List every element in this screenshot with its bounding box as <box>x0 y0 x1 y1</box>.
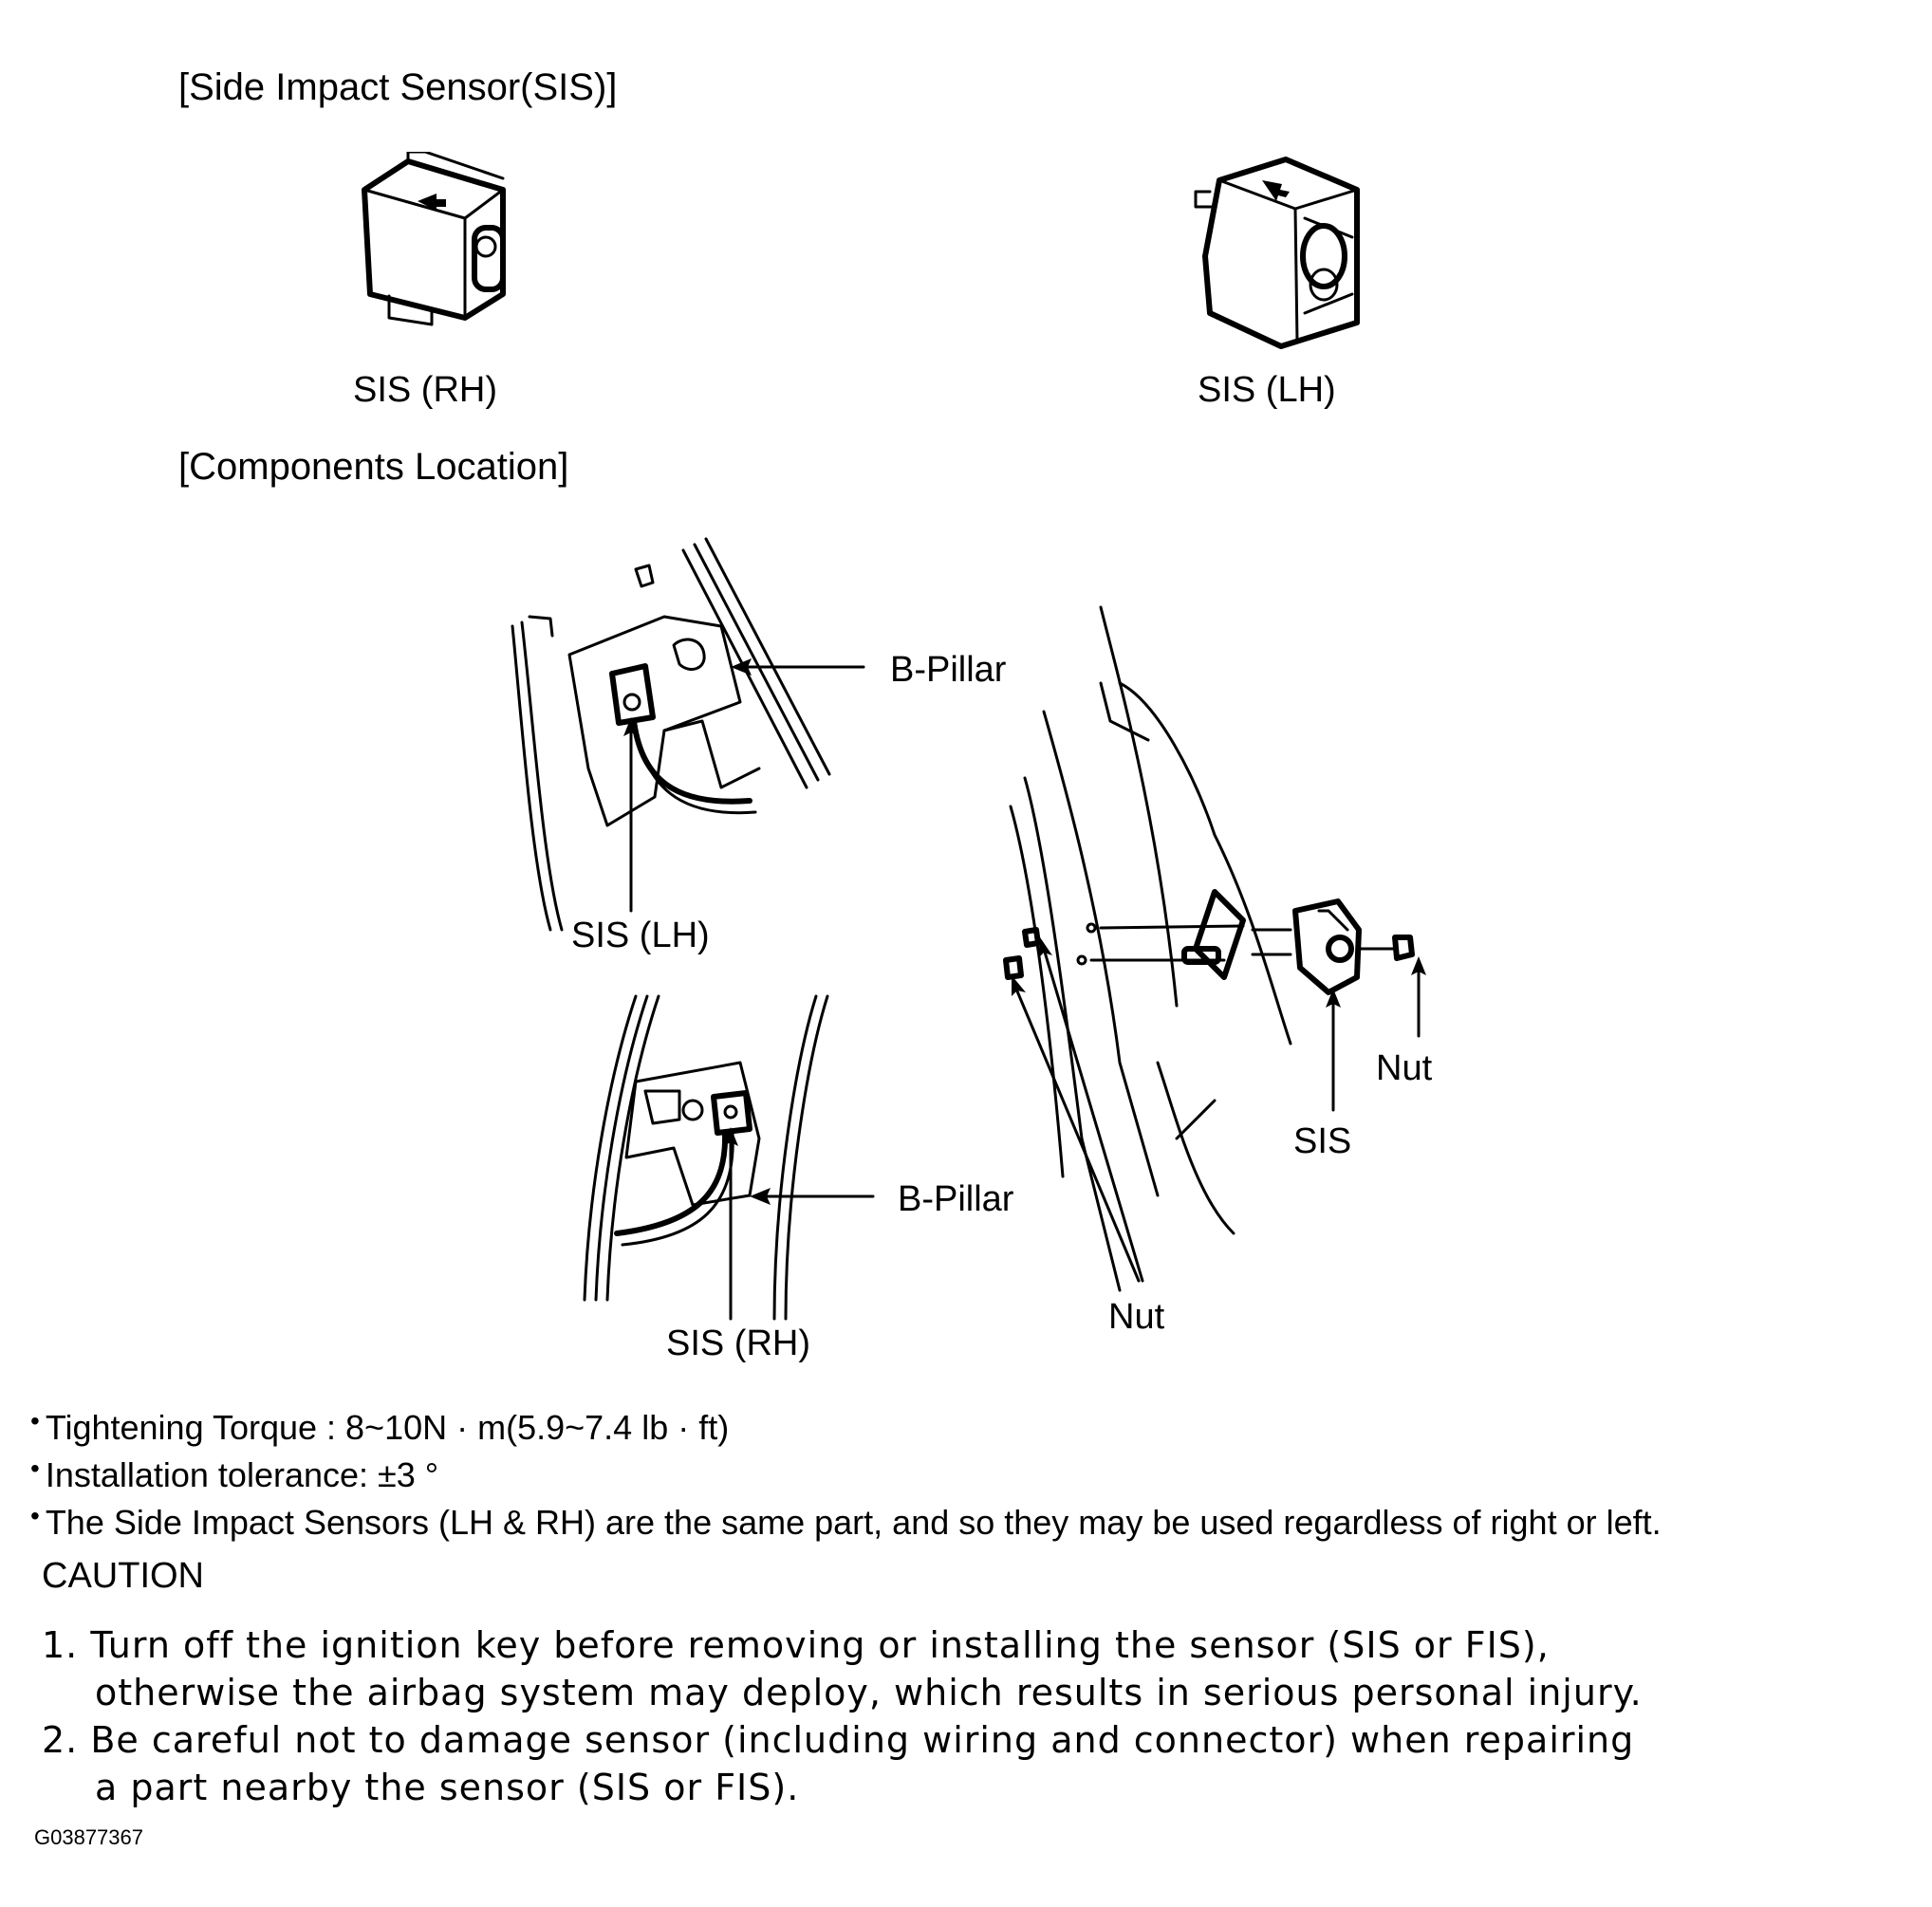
note-torque-text: Tightening Torque : 8~10N · m(5.9~7.4 lb… <box>45 1408 730 1447</box>
caution-item-2-line1: 2. Be careful not to damage sensor (incl… <box>42 1719 1635 1761</box>
note-tolerance: •Installation tolerance: ±3 ° <box>30 1453 439 1494</box>
sis-rh-illustration <box>362 152 506 326</box>
sis-mount-label: SIS <box>1293 1121 1351 1161</box>
lh-b-pillar-drawing <box>511 537 831 932</box>
note-same-part-text: The Side Impact Sensors (LH & RH) are th… <box>45 1503 1662 1542</box>
location-heading: [Components Location] <box>178 446 569 488</box>
caution-item-1-line1: 1. Turn off the ignition key before remo… <box>42 1624 1550 1666</box>
sis-lh-location-label: SIS (LH) <box>571 916 710 955</box>
sis-rh-caption: SIS (RH) <box>353 370 497 410</box>
caution-item-1: 1. Turn off the ignition key before remo… <box>42 1624 1643 1713</box>
b-pillar-label-bottom: B-Pillar <box>898 1179 1014 1219</box>
sis-lh-caption: SIS (LH) <box>1198 370 1336 410</box>
figure-code: G03877367 <box>34 1825 143 1849</box>
sis-lh-illustration <box>1194 157 1360 349</box>
b-pillar-label-top: B-Pillar <box>890 650 1007 690</box>
mounting-exploded-drawing <box>1003 605 1415 1292</box>
components-location-diagram: B-Pillar SIS (LH) B-Pillar SIS (RH) <box>511 537 1433 1363</box>
caution-title: CAUTION <box>42 1556 204 1596</box>
caution-item-2: 2. Be careful not to damage sensor (incl… <box>42 1719 1634 1808</box>
note-tolerance-text: Installation tolerance: ±3 ° <box>45 1455 439 1494</box>
nut-label-bottom: Nut <box>1108 1297 1165 1337</box>
caution-item-2-line2: a part nearby the sensor (SIS or FIS). <box>95 1767 800 1808</box>
sis-rh-location-label: SIS (RH) <box>666 1324 810 1363</box>
sensor-heading: [Side Impact Sensor(SIS)] <box>178 66 618 108</box>
note-same-part: •The Side Impact Sensors (LH & RH) are t… <box>30 1501 1662 1542</box>
rh-b-pillar-drawing <box>583 994 829 1321</box>
nut-label-right: Nut <box>1376 1048 1433 1088</box>
caution-item-1-line2: otherwise the airbag system may deploy, … <box>95 1672 1643 1713</box>
note-torque: •Tightening Torque : 8~10N · m(5.9~7.4 l… <box>30 1406 730 1447</box>
